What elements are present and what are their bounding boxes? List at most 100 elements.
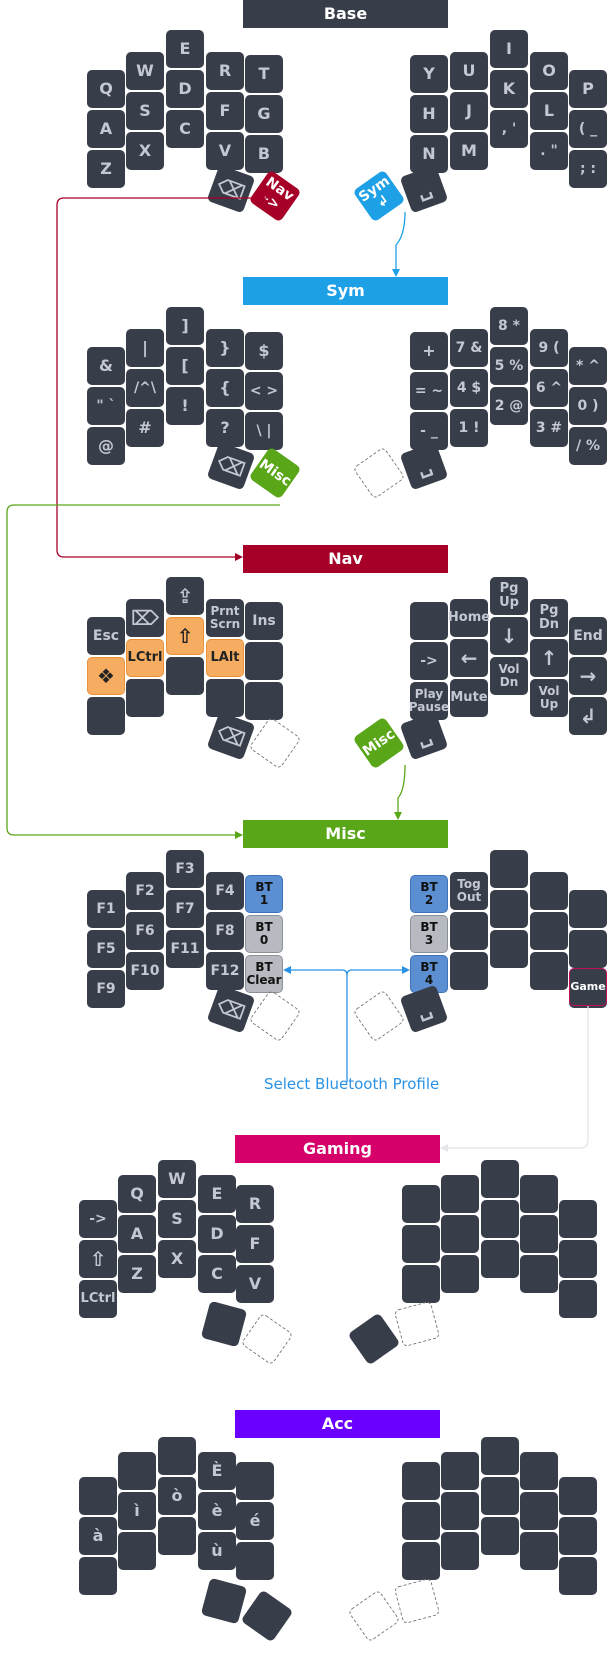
nav-connector (56, 197, 285, 558)
key-blank (490, 890, 528, 928)
misc-connector-left (6, 504, 280, 836)
key-blank (158, 1517, 196, 1555)
key-blank (559, 1517, 597, 1555)
key-blank (450, 952, 488, 990)
layer-title-sym: Sym (243, 277, 448, 305)
key-f: F (206, 92, 244, 130)
key-symbol: $ (245, 332, 283, 370)
key-blank (520, 1532, 558, 1570)
key-blank (206, 679, 244, 717)
key-blank (441, 1452, 479, 1490)
key-symbol: ⇧ (166, 617, 204, 655)
key-2: 2 @ (490, 387, 528, 425)
key-s: S (158, 1200, 196, 1238)
sym-arrow (392, 269, 400, 277)
key-blank (559, 1240, 597, 1278)
key-h: H (410, 95, 448, 133)
key-symbol: / % (569, 427, 607, 465)
key-home: Home (448, 599, 490, 637)
key-blank (87, 697, 125, 735)
key-symbol: → (569, 657, 607, 695)
key-esc: Esc (87, 617, 125, 655)
key-4: 4 $ (450, 369, 488, 407)
key-blank (402, 1185, 440, 1223)
key-blank (490, 930, 528, 968)
key-blank (126, 679, 164, 717)
key-prnt-scrn: Prnt Scrn (206, 599, 244, 637)
key-z: Z (87, 150, 125, 188)
bt-arrow-left (283, 966, 291, 974)
key-tog-out: Tog Out (450, 872, 488, 910)
key-blank (481, 1160, 519, 1198)
key-symbol: # (126, 409, 164, 447)
key-symbol: ❖ (87, 657, 125, 695)
key-game: Game (569, 968, 607, 1006)
key-symbol: \ | (245, 412, 283, 450)
key-blank (559, 1557, 597, 1595)
key-r: R (236, 1185, 274, 1223)
key-symbol: | (126, 329, 164, 367)
key-lalt: LAlt (206, 639, 244, 677)
key-f10: F10 (126, 952, 164, 990)
key-symbol: } (206, 329, 244, 367)
key-symbol: à (79, 1517, 117, 1555)
key-k: K (490, 70, 528, 108)
key-y: Y (410, 55, 448, 93)
key-j: J (450, 92, 488, 130)
key-pg-dn: Pg Dn (530, 599, 568, 637)
key-symbol: ⇪ (166, 577, 204, 615)
key-symbol: + (410, 332, 448, 370)
key-bt-0: BT 0 (245, 915, 283, 953)
key-blank (441, 1492, 479, 1530)
key-3: 3 # (530, 409, 568, 447)
key-w: W (126, 52, 164, 90)
misc-arrow-left (235, 831, 243, 839)
key-r: R (206, 52, 244, 90)
key-f11: F11 (166, 930, 204, 968)
key-m: M (450, 132, 488, 170)
key-q: Q (118, 1175, 156, 1213)
key-bt-clear: BT Clear (245, 955, 283, 993)
key-blank (490, 850, 528, 888)
key-blank (79, 1477, 117, 1515)
key-vol-dn: Vol Dn (490, 657, 528, 695)
key-bt-3: BT 3 (410, 915, 448, 953)
key-symbol: é (236, 1502, 274, 1540)
key-l: L (530, 92, 568, 130)
key-blank (481, 1240, 519, 1278)
key-blank (530, 952, 568, 990)
misc-connector-right (397, 764, 406, 815)
key-blank (236, 1462, 274, 1500)
layer-title-base: Base (243, 0, 448, 28)
key-blank (481, 1477, 519, 1515)
key-symbol: . " (530, 132, 568, 170)
key-5: 5 % (490, 347, 528, 385)
key-blank (559, 1200, 597, 1238)
key-u: U (450, 52, 488, 90)
key-s: S (126, 92, 164, 130)
key-vol-up: Vol Up (530, 679, 568, 717)
key-blank (166, 657, 204, 695)
key-symbol: ù (198, 1532, 236, 1570)
key-blank (441, 1215, 479, 1253)
key-f: F (236, 1225, 274, 1263)
key-f5: F5 (87, 930, 125, 968)
key-blank (481, 1437, 519, 1475)
key-blank (520, 1492, 558, 1530)
key-symbol: ! (166, 387, 204, 425)
key-blank (559, 1280, 597, 1318)
key-f7: F7 (166, 890, 204, 928)
key-symbol: ò (158, 1477, 196, 1515)
key-blank (520, 1215, 558, 1253)
key-p: P (569, 70, 607, 108)
key-x: X (158, 1240, 196, 1278)
key-symbol: @ (87, 427, 125, 465)
key-1: 1 ! (450, 409, 488, 447)
key-e: E (166, 30, 204, 68)
layer-title-acc: Acc (235, 1410, 440, 1438)
key-blank (402, 1542, 440, 1580)
key-blank (530, 912, 568, 950)
key-v: V (206, 132, 244, 170)
key-symbol: " ` (87, 387, 125, 425)
key-c: C (198, 1255, 236, 1293)
